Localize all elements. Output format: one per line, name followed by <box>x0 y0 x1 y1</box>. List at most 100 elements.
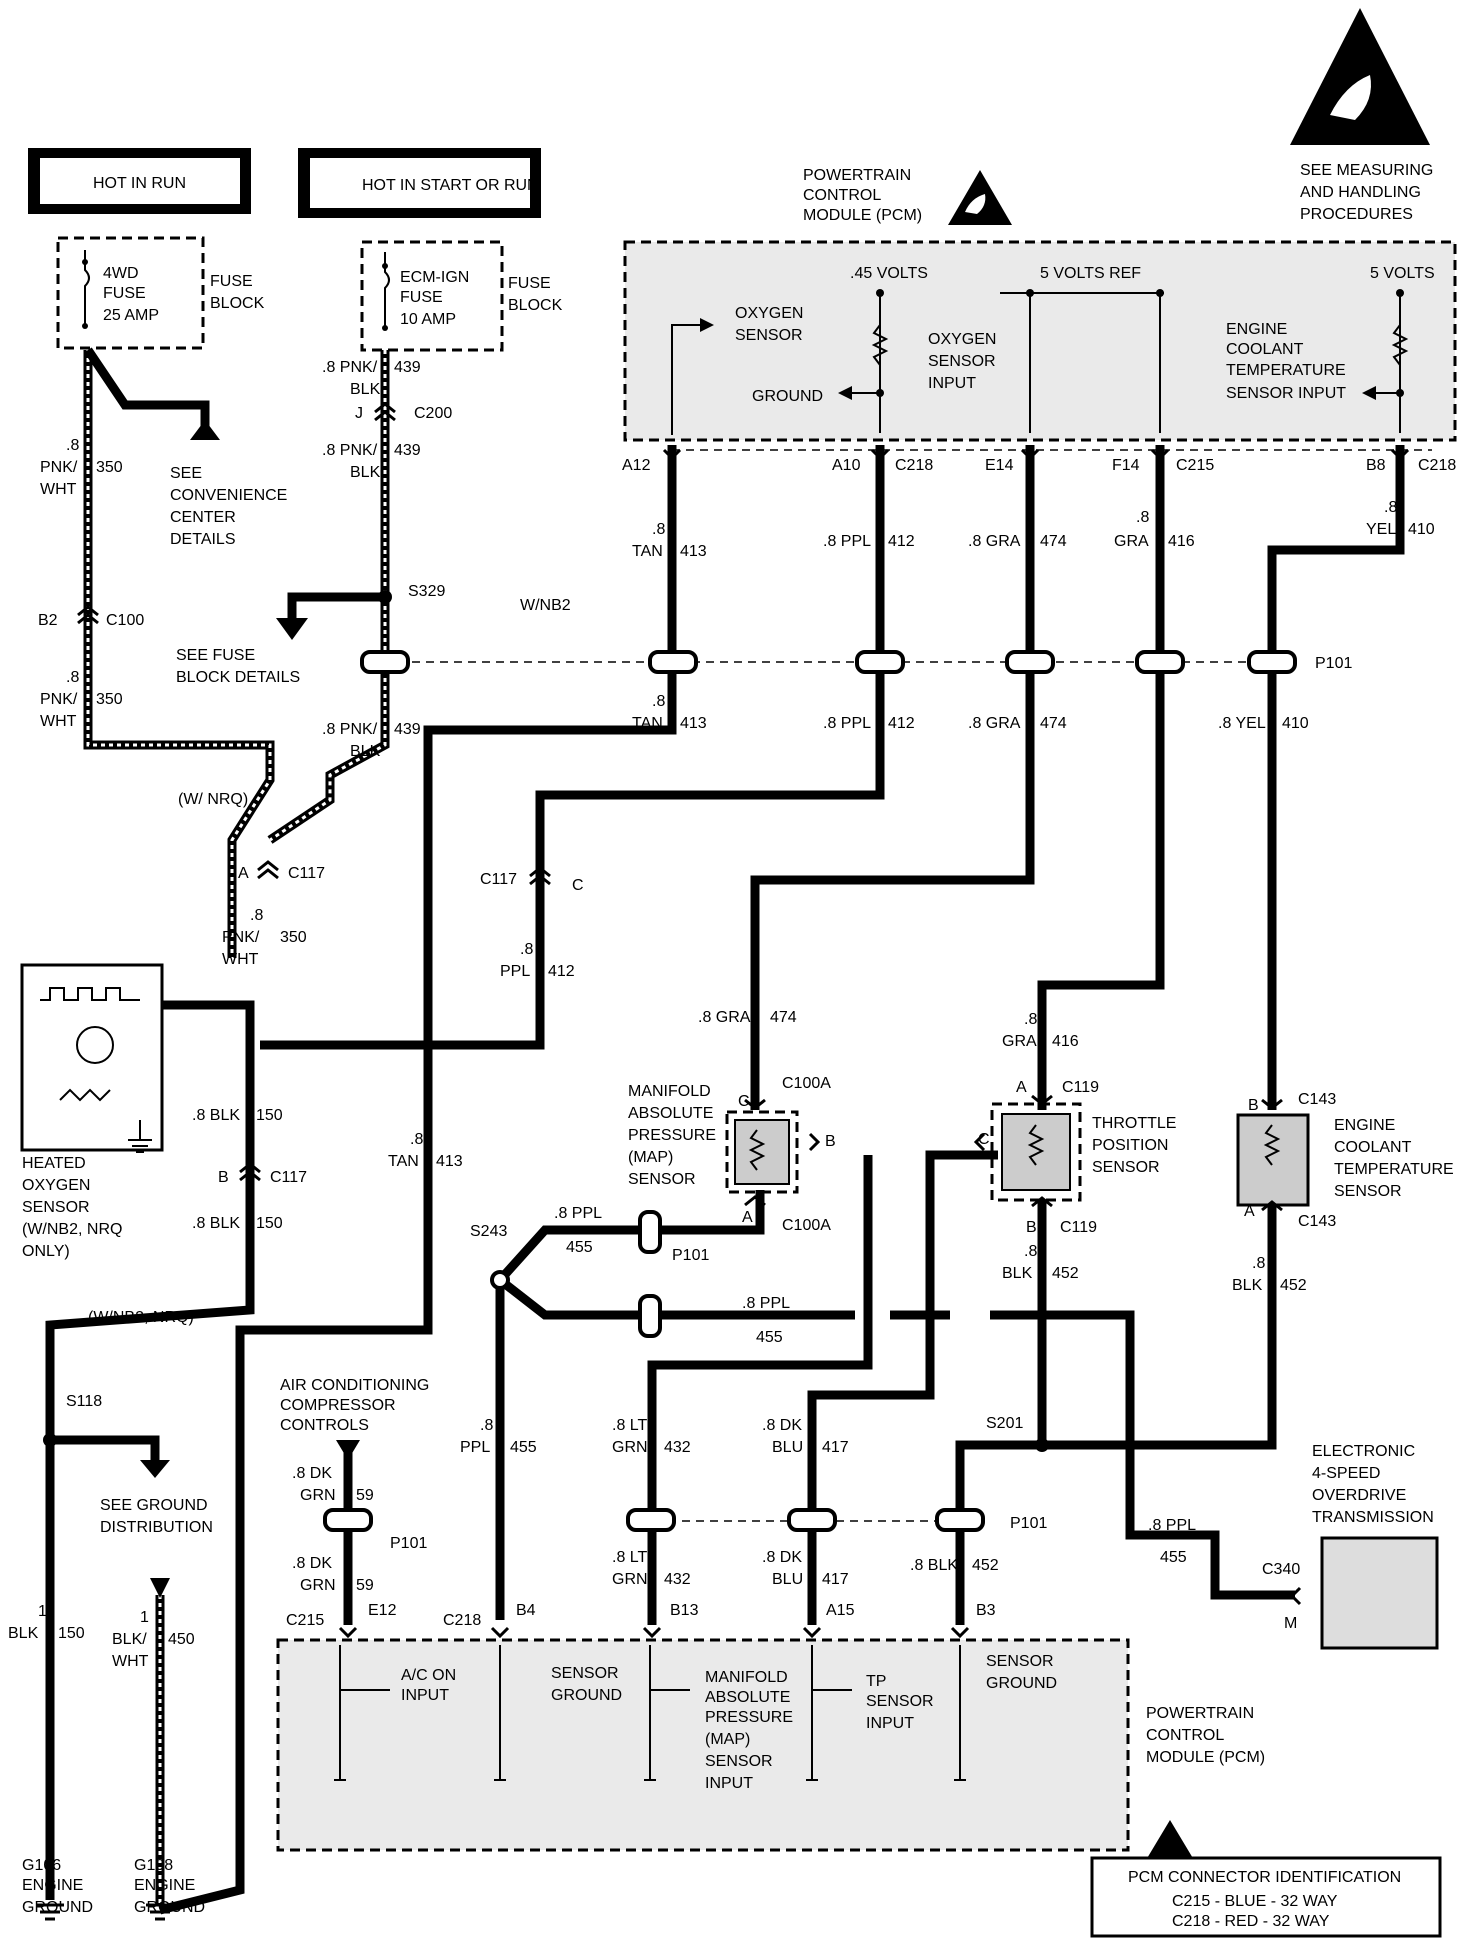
svg-text:PPL: PPL <box>500 963 530 980</box>
svg-text:350: 350 <box>280 929 307 946</box>
svg-text:.8 PNK/: .8 PNK/ <box>322 359 378 376</box>
svg-text:P101: P101 <box>1010 1515 1047 1532</box>
svg-text:412: 412 <box>548 963 575 980</box>
svg-text:416: 416 <box>1168 533 1195 550</box>
svg-text:413: 413 <box>680 715 707 732</box>
pcm-connector-id-box: PCM CONNECTOR IDENTIFICATION C215 - BLUE… <box>1090 1856 1442 1938</box>
svg-text:A: A <box>1244 1203 1255 1220</box>
svg-text:POWERTRAIN: POWERTRAIN <box>803 167 911 184</box>
svg-text:59: 59 <box>356 1577 374 1594</box>
svg-text:J: J <box>355 405 363 422</box>
svg-text:PNK/: PNK/ <box>40 459 78 476</box>
svg-text:C200: C200 <box>414 405 452 422</box>
svg-text:474: 474 <box>770 1009 797 1026</box>
map-input-6: INPUT <box>705 1775 753 1792</box>
fuse-4wd: 4WD FUSE 25 AMP FUSE BLOCK <box>56 236 265 350</box>
pcm-bottom-title-3: MODULE (PCM) <box>1146 1749 1265 1766</box>
svg-text:452: 452 <box>1052 1265 1079 1282</box>
svg-text:SENSOR: SENSOR <box>628 1171 696 1188</box>
svg-text:.8 DK: .8 DK <box>292 1465 332 1482</box>
svg-text:TAN: TAN <box>388 1153 419 1170</box>
svg-text:GRN: GRN <box>300 1577 336 1594</box>
svg-text:TRANSMISSION: TRANSMISSION <box>1312 1509 1434 1526</box>
pin-b8: B8 <box>1366 457 1386 474</box>
svg-text:B: B <box>825 1133 836 1150</box>
pin-b13: B13 <box>670 1602 699 1619</box>
svg-text:412: 412 <box>888 715 915 732</box>
svg-text:.8: .8 <box>652 521 665 538</box>
svg-text:.8: .8 <box>520 941 533 958</box>
svg-text:B: B <box>1026 1219 1037 1236</box>
wire-412 <box>260 445 885 1050</box>
svg-text:.8: .8 <box>66 669 79 686</box>
svg-text:BLOCK: BLOCK <box>508 297 563 314</box>
map-input-2: ABSOLUTE <box>705 1689 790 1706</box>
svg-text:C: C <box>978 1131 990 1148</box>
svg-text:C: C <box>572 877 584 894</box>
svg-text:SENSOR INPUT: SENSOR INPUT <box>1226 385 1346 402</box>
wire-432 <box>647 1155 873 1625</box>
svg-text:B: B <box>1248 1097 1259 1114</box>
svg-text:C340: C340 <box>1262 1561 1300 1578</box>
svg-text:HEATED: HEATED <box>22 1155 86 1172</box>
svg-text:439: 439 <box>394 721 421 738</box>
svg-text:P101: P101 <box>672 1247 709 1264</box>
svg-text:432: 432 <box>664 1439 691 1456</box>
svg-text:(W/ NRQ): (W/ NRQ) <box>178 791 248 808</box>
svg-text:BLU: BLU <box>772 1571 803 1588</box>
svg-text:GRN: GRN <box>612 1571 648 1588</box>
svg-text:1: 1 <box>140 1609 149 1626</box>
map-sensor <box>725 1110 799 1194</box>
connector-c218-top: C218 <box>895 457 933 474</box>
svg-text:.8 BLK: .8 BLK <box>910 1557 958 1574</box>
svg-text:FUSE: FUSE <box>210 273 253 290</box>
splice-s243 <box>490 1270 510 1290</box>
svg-text:.8: .8 <box>250 907 263 924</box>
svg-text:WHT: WHT <box>112 1653 149 1670</box>
pcm-bottom-module <box>276 1638 1200 1870</box>
sensor-ground-b-2: GROUND <box>986 1675 1057 1692</box>
tp-input-1: TP <box>866 1673 886 1690</box>
svg-text:412: 412 <box>888 533 915 550</box>
pin-a10: A10 <box>832 457 861 474</box>
svg-text:(W/NB2, NRQ: (W/NB2, NRQ <box>22 1221 122 1238</box>
svg-text:WHT: WHT <box>222 951 259 968</box>
svg-text:SENSOR: SENSOR <box>1334 1183 1402 1200</box>
map-input-5: SENSOR <box>705 1753 773 1770</box>
svg-text:.8 DK: .8 DK <box>762 1417 802 1434</box>
svg-text:.8: .8 <box>1252 1255 1265 1272</box>
svg-text:417: 417 <box>822 1439 849 1456</box>
pcm-bottom-title-1: POWERTRAIN <box>1146 1705 1254 1722</box>
svg-text:C117: C117 <box>288 865 325 882</box>
svg-text:.8 GRA: .8 GRA <box>698 1009 751 1026</box>
svg-text:COOLANT: COOLANT <box>1334 1139 1412 1156</box>
sensor-ground-2: GROUND <box>551 1687 622 1704</box>
svg-text:AIR CONDITIONING: AIR CONDITIONING <box>280 1377 429 1394</box>
svg-text:FUSE: FUSE <box>508 275 551 292</box>
pin-b3: B3 <box>976 1602 996 1619</box>
p101-connector-row2 <box>323 1210 985 1532</box>
svg-text:HOT IN START OR RUN: HOT IN START OR RUN <box>362 177 539 194</box>
svg-text:OXYGEN: OXYGEN <box>22 1177 90 1194</box>
svg-text:C100: C100 <box>106 612 144 629</box>
svg-text:BLK: BLK <box>1002 1265 1033 1282</box>
svg-text:C117: C117 <box>480 871 517 888</box>
svg-text:C143: C143 <box>1298 1091 1336 1108</box>
svg-text:150: 150 <box>58 1625 85 1642</box>
sensor-ground-b-1: SENSOR <box>986 1653 1054 1670</box>
svg-text:4-SPEED: 4-SPEED <box>1312 1465 1380 1482</box>
svg-text:SEE FUSE: SEE FUSE <box>176 647 255 664</box>
svg-text:.8 GRA: .8 GRA <box>968 715 1021 732</box>
svg-text:BLK: BLK <box>350 381 381 398</box>
svg-text:MODULE (PCM): MODULE (PCM) <box>803 207 922 224</box>
svg-text:.8: .8 <box>1384 499 1397 516</box>
svg-text:.8: .8 <box>66 437 79 454</box>
svg-text:452: 452 <box>972 1557 999 1574</box>
svg-text:150: 150 <box>256 1215 283 1232</box>
svg-text:THROTTLE: THROTTLE <box>1092 1115 1176 1132</box>
svg-text:GRN: GRN <box>612 1439 648 1456</box>
pin-f14: F14 <box>1112 457 1140 474</box>
svg-text:SENSOR: SENSOR <box>735 327 803 344</box>
svg-text:.8: .8 <box>652 693 665 710</box>
svg-text:POSITION: POSITION <box>1092 1137 1168 1154</box>
